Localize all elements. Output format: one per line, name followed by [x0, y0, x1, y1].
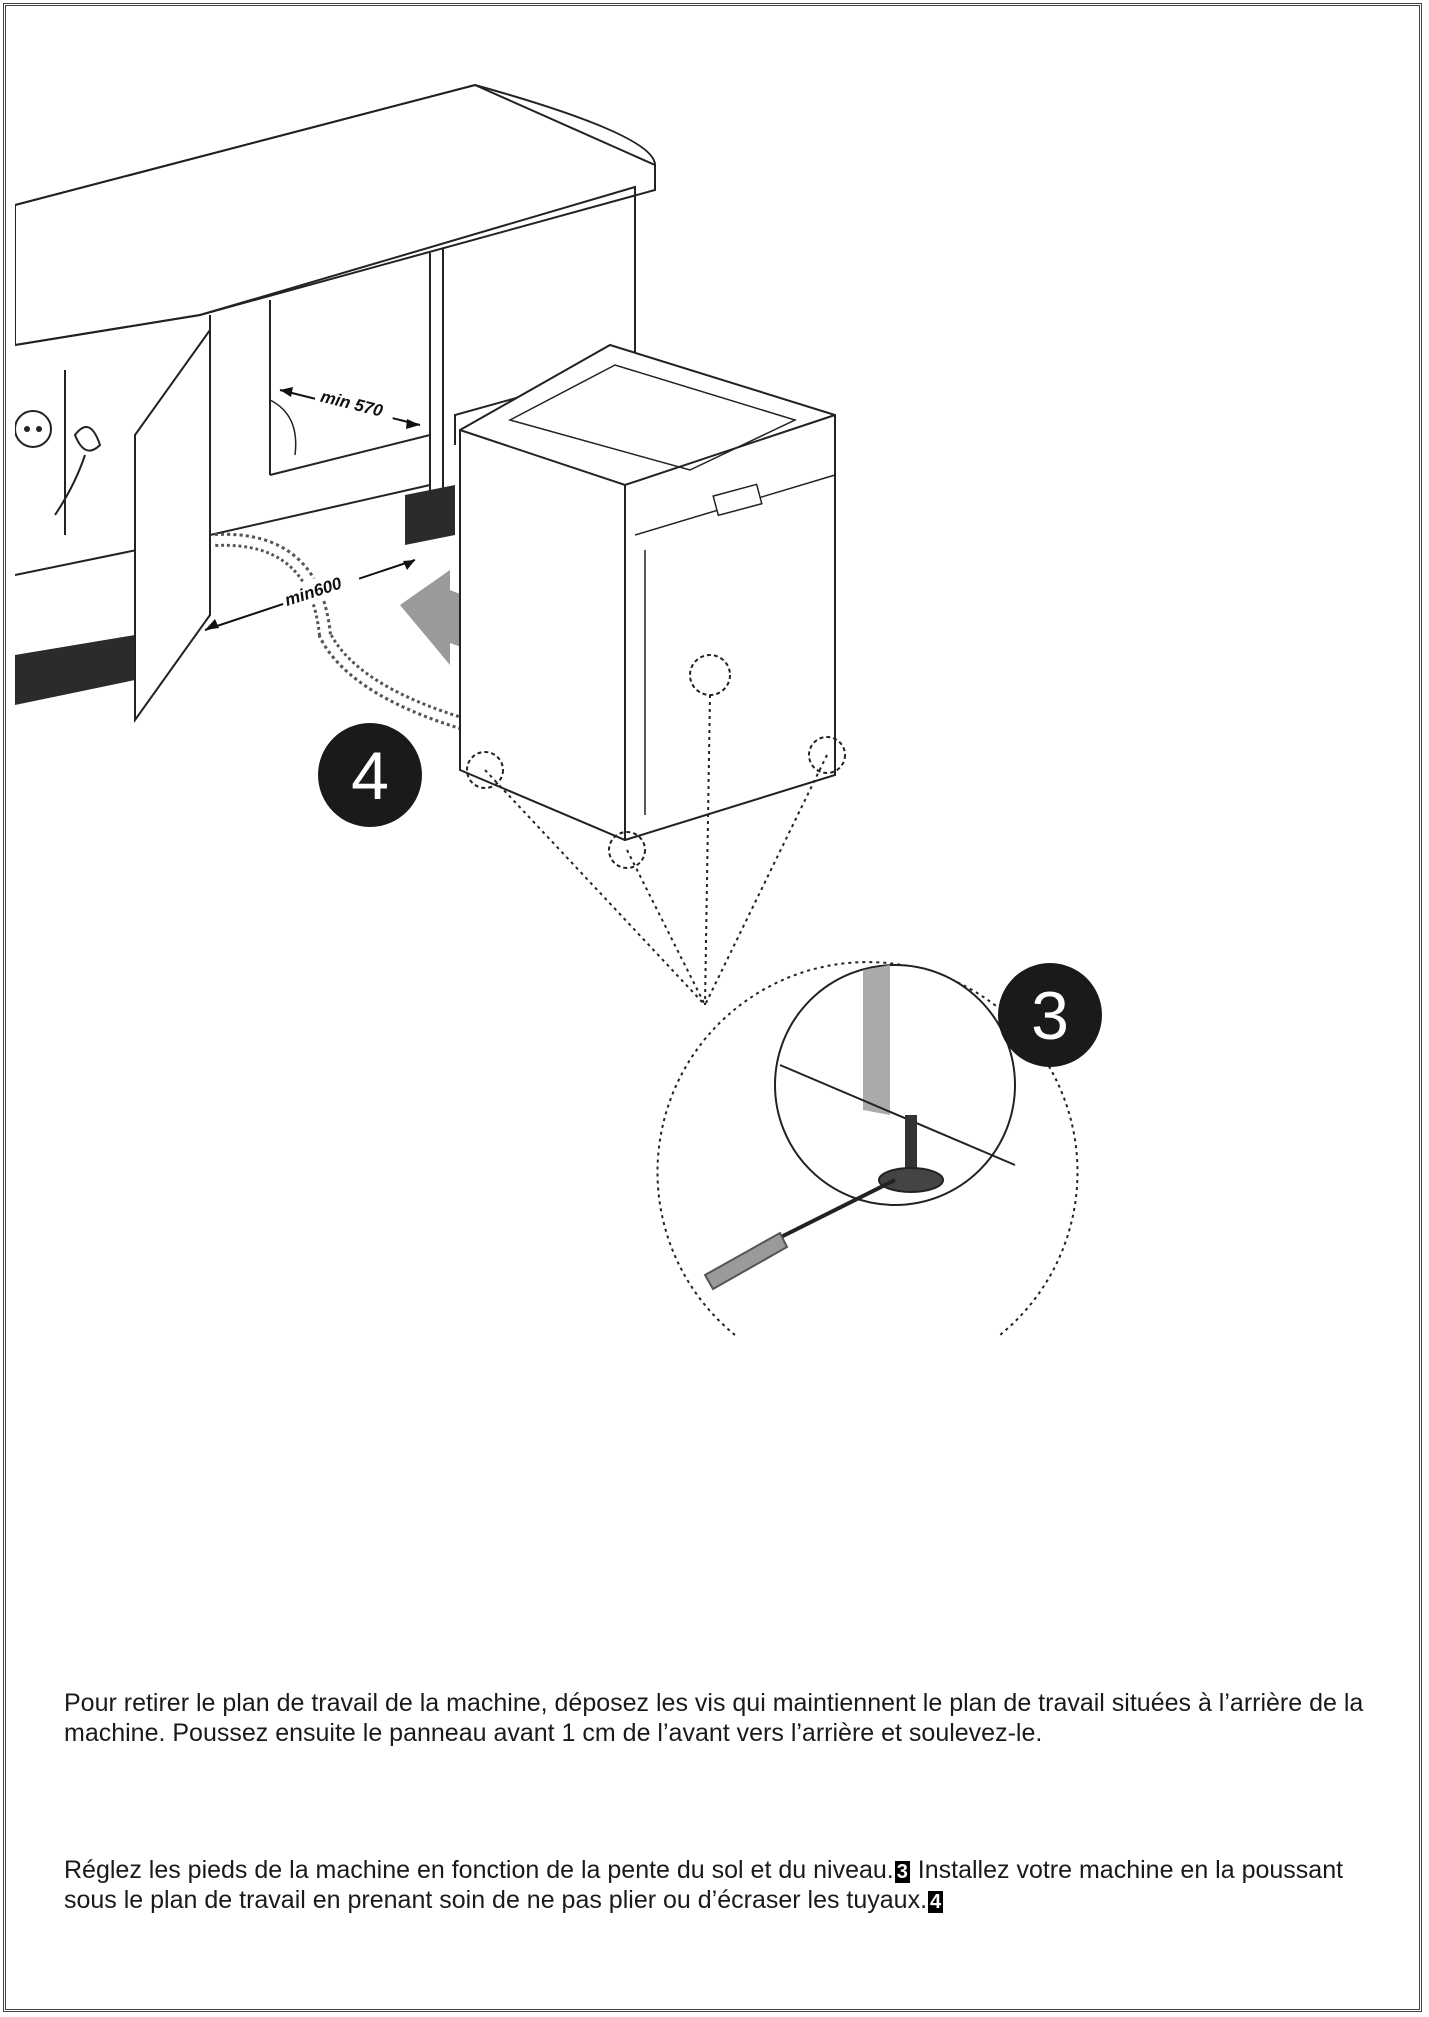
screwdriver-icon — [703, 1231, 789, 1291]
screwdriver-shaft — [774, 1178, 896, 1242]
step-ref-3: 3 — [894, 1861, 910, 1883]
power-plug-icon — [73, 426, 102, 452]
dishwasher — [459, 343, 836, 842]
power-socket-icon — [15, 410, 52, 448]
step-badge-4 — [318, 723, 422, 827]
zoom-circle — [656, 961, 1079, 1336]
page-frame — [3, 3, 1422, 2012]
instruction-paragraph-2-text-b: Installez votre machine en la poussant s… — [64, 1856, 1344, 1914]
countertop — [15, 83, 656, 347]
instruction-paragraph-2-text-a: Réglez les pieds de la machine en foncti… — [64, 1856, 894, 1884]
dimension-label-width: min 570 — [319, 387, 386, 421]
pointer-lines — [484, 694, 828, 1006]
cabinet-door — [134, 326, 211, 724]
step-badge-4-label: 4 — [351, 738, 389, 814]
step-ref-4: 4 — [928, 1891, 944, 1913]
step-badge-3 — [998, 963, 1102, 1067]
plinth-left — [15, 635, 135, 705]
foot-marker-front-left — [608, 831, 646, 869]
cabinet-body — [15, 185, 636, 445]
foot-screw — [905, 1115, 917, 1175]
foot-marker-front-right — [808, 736, 846, 774]
foot-marker-rear-left — [466, 751, 504, 789]
instruction-paragraph-1: Pour retirer le plan de travail de la ma… — [64, 1689, 1364, 1747]
instruction-paragraph-2: Réglez les pieds de la machine en foncti… — [64, 1855, 1394, 1915]
plinth-right — [405, 485, 455, 545]
installation-illustration: min 570 min600 4 3 — [15, 83, 1102, 1336]
foot-detail — [774, 964, 1016, 1206]
dishwasher-handle — [712, 483, 763, 517]
foot-base — [878, 1167, 944, 1193]
foot-detail-panel — [863, 965, 890, 1115]
step-badge-3-label: 3 — [1031, 978, 1069, 1054]
